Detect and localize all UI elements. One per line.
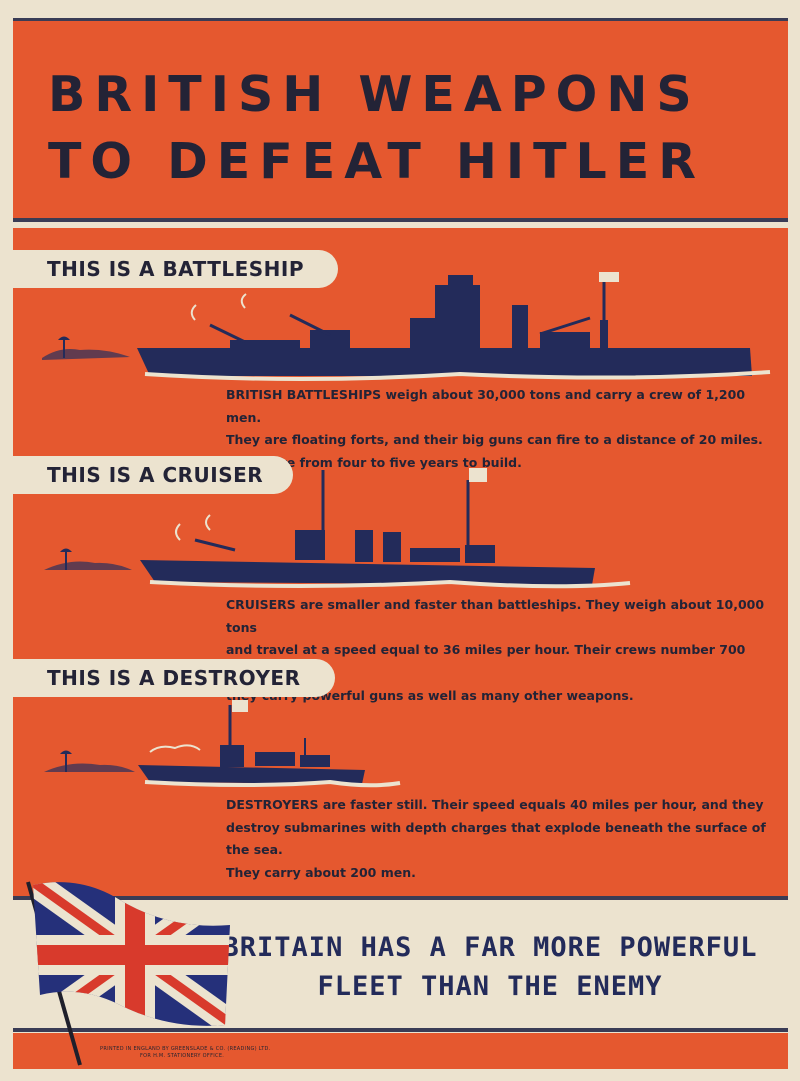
title-panel [13,18,788,218]
battleship-desc-line-1: BRITISH BATTLESHIPS weigh about 30,000 t… [226,387,746,425]
poster-title-line-1: BRITISH WEAPONS [48,66,701,123]
bottom-rule [13,1028,788,1032]
cruiser-label-text: THIS IS A CRUISER [47,463,264,487]
slogan-line-1: BRITAIN HAS A FAR MORE POWERFUL [222,932,758,963]
battleship-description: BRITISH BATTLESHIPS weigh about 30,000 t… [226,384,771,475]
destroyer-description: DESTROYERS are faster still. Their speed… [226,794,771,885]
battleship-label: THIS IS A BATTLESHIP [13,250,338,288]
printer-imprint: PRINTED IN ENGLAND BY GREENSLADE & CO. (… [100,1046,360,1060]
island-icon [42,336,130,360]
top-rule [13,18,788,21]
cruiser-label: THIS IS A CRUISER [13,456,293,494]
bottom-band [13,1033,788,1069]
destroyer-label-text: THIS IS A DESTROYER [47,666,301,690]
slogan-line-2: FLEET THAN THE ENEMY [317,971,663,1003]
printer-line-1: PRINTED IN ENGLAND BY GREENSLADE & CO. (… [100,1046,271,1052]
battleship-desc-line-3: They take from four to five years to bui… [226,455,522,471]
slogan: BRITAIN HAS A FAR MORE POWERFUL FLEET TH… [210,928,770,1006]
battleship-desc-line-2: They are floating forts, and their big g… [226,432,763,448]
island-icon [44,548,132,570]
poster-title-line-2: TO DEFEAT HITLER [48,133,705,190]
destroyer-desc-line-1: DESTROYERS are faster still. Their speed… [226,797,764,812]
title-divider [13,218,788,222]
island-icon [44,750,135,772]
battleship-label-text: THIS IS A BATTLESHIP [47,257,305,281]
main-divider [13,896,788,900]
printer-line-2: FOR H.M. STATIONERY OFFICE. [140,1053,225,1059]
destroyer-desc-line-2: destroy submarines with depth charges th… [226,819,766,858]
cruiser-desc-line-1: CRUISERS are smaller and faster than bat… [226,597,765,635]
destroyer-label: THIS IS A DESTROYER [13,659,335,697]
destroyer-desc-line-3: They carry about 200 men. [226,865,416,881]
